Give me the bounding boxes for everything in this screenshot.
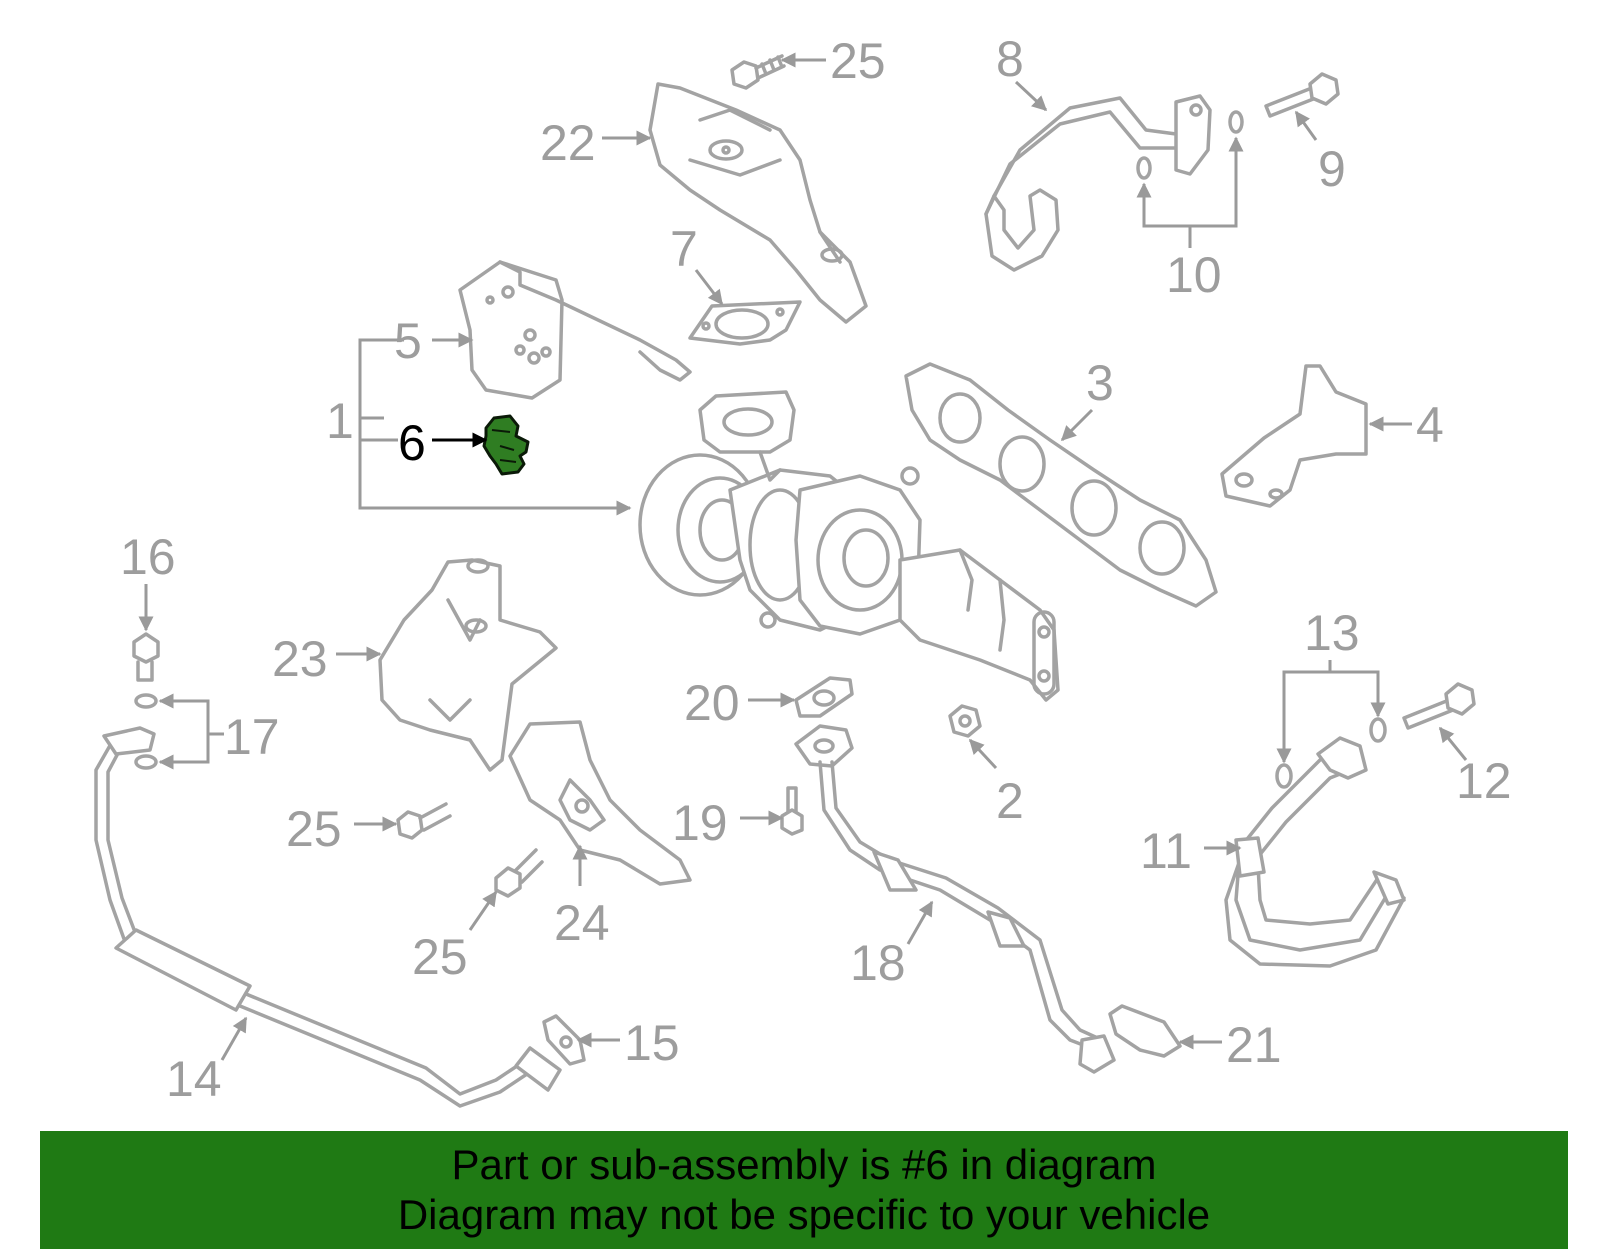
part-7-gasket <box>688 300 802 346</box>
leader-lines <box>138 52 1468 1061</box>
part-2-nut <box>948 704 982 738</box>
part-17-washers <box>134 693 158 770</box>
part-11-pipe <box>1224 736 1406 968</box>
part-25-bolt-middle <box>396 802 452 840</box>
part-24-bracket <box>508 720 692 886</box>
part-15-gasket <box>542 1014 586 1066</box>
callout-3: 3 <box>1086 355 1114 411</box>
callout-25-top: 25 <box>830 33 886 89</box>
part-6-highlighted[interactable] <box>482 414 530 476</box>
callout-16: 16 <box>120 529 176 585</box>
turbocharger-assembly <box>638 390 1060 702</box>
part-23-heat-shield <box>378 558 558 772</box>
callout-21: 21 <box>1226 1017 1282 1073</box>
callout-1: 1 <box>326 393 354 449</box>
part-4-bracket <box>1220 364 1368 508</box>
callout-13: 13 <box>1304 605 1360 661</box>
callout-25-middle: 25 <box>286 801 342 857</box>
callout-20: 20 <box>684 675 740 731</box>
callout-10: 10 <box>1166 247 1222 303</box>
part-25-bolt-top <box>730 54 786 90</box>
callout-2: 2 <box>996 773 1024 829</box>
banner-line-1: Part or sub-assembly is #6 in diagram <box>451 1141 1157 1188</box>
part-3-exhaust-gasket <box>904 362 1218 608</box>
part-9-bolt <box>1264 72 1340 118</box>
callout-15: 15 <box>624 1015 680 1071</box>
callout-22: 22 <box>540 115 596 171</box>
callout-17: 17 <box>224 709 280 765</box>
callout-11: 11 <box>1140 823 1192 879</box>
part-12-bolt <box>1402 682 1476 730</box>
callout-12: 12 <box>1456 753 1512 809</box>
info-banner: Part or sub-assembly is #6 in diagram Di… <box>40 1131 1568 1249</box>
callout-5: 5 <box>394 313 422 369</box>
callout-25-lower: 25 <box>412 929 468 985</box>
callout-19: 19 <box>672 795 728 851</box>
callout-6-highlighted: 6 <box>398 415 426 471</box>
part-25-bolt-lower <box>494 848 544 898</box>
part-19-bolt <box>780 786 804 836</box>
part-10-washers <box>1136 110 1244 180</box>
banner-line-2: Diagram may not be specific to your vehi… <box>397 1191 1211 1238</box>
part-21-gasket <box>1108 1004 1182 1058</box>
callout-14: 14 <box>166 1051 222 1107</box>
callout-24: 24 <box>554 895 610 951</box>
callout-23: 23 <box>272 631 328 687</box>
callout-8: 8 <box>996 31 1024 87</box>
callout-numbers: 25 22 8 9 10 7 5 1 6 3 4 16 17 23 20 2 1… <box>120 31 1512 1107</box>
part-13-washers <box>1275 717 1387 789</box>
part-22-heat-shield <box>648 82 868 324</box>
part-8-pipe <box>984 94 1212 272</box>
part-20-gasket <box>794 676 854 718</box>
callout-9: 9 <box>1318 141 1346 197</box>
callout-18: 18 <box>850 935 906 991</box>
callout-7: 7 <box>670 221 698 277</box>
part-5-actuator <box>458 260 692 400</box>
part-14-oil-line <box>94 726 562 1108</box>
part-18-return-line <box>794 724 1116 1074</box>
part-16-bolt <box>132 632 160 682</box>
callout-4: 4 <box>1416 397 1444 453</box>
